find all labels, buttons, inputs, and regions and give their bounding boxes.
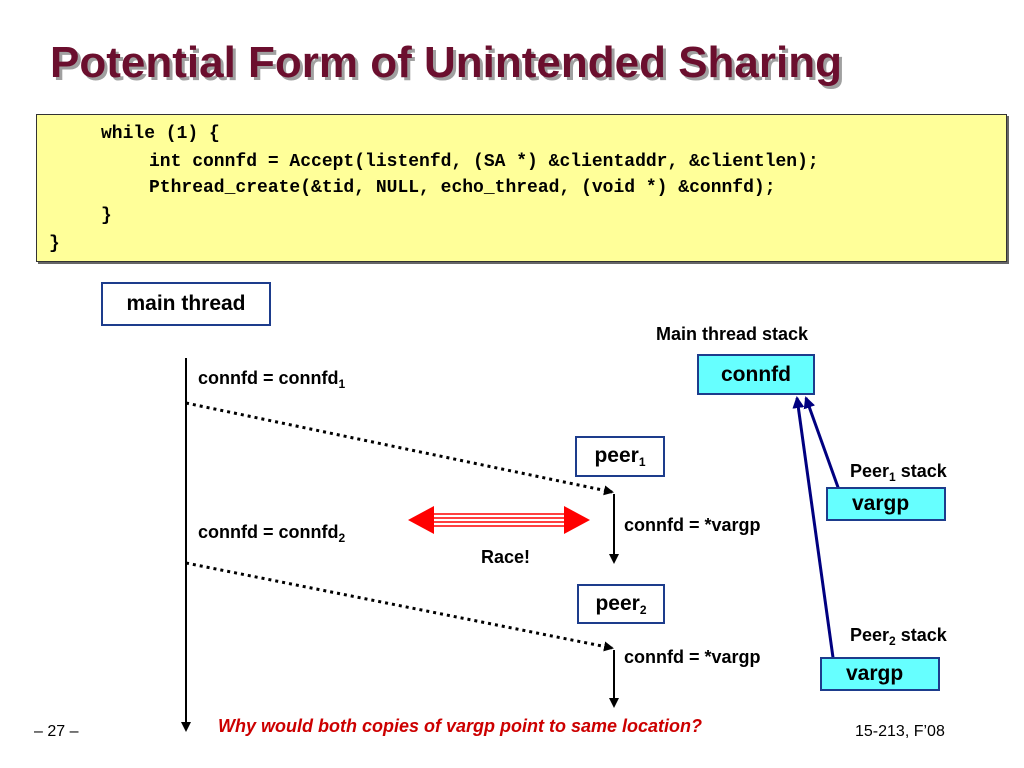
- main-thread-box: main thread: [101, 282, 271, 326]
- peer1-label: peer1: [594, 444, 646, 469]
- vargp1-label: vargp: [852, 492, 910, 515]
- peer2-deref: connfd = *vargp: [624, 647, 761, 667]
- connfd-label: connfd: [721, 362, 791, 386]
- vargp1-pointer: [803, 396, 846, 505]
- assign-connfd1: connfd = connfd1: [198, 368, 346, 391]
- main-stack-label: Main thread stack: [656, 324, 809, 344]
- code-line: int connfd = Accept(listenfd, (SA *) &cl…: [149, 152, 819, 172]
- vargp1-box: vargp: [826, 487, 946, 521]
- vargp2-label: vargp: [846, 662, 904, 685]
- vargp2-pointer: [792, 396, 837, 673]
- code-line: }: [101, 206, 112, 226]
- main-thread-label: main thread: [126, 292, 246, 315]
- assign-connfd2: connfd = connfd2: [198, 522, 346, 545]
- race-arrow: [408, 506, 590, 534]
- peer1-box: peer1: [575, 436, 665, 477]
- page-number: – 27 –: [34, 723, 79, 740]
- code-block: while (1) { int connfd = Accept(listenfd…: [36, 114, 1007, 262]
- race-label: Race!: [481, 547, 531, 567]
- code-line: Pthread_create(&tid, NULL, echo_thread, …: [149, 178, 776, 198]
- vargp2-box: vargp: [820, 657, 940, 691]
- spawn-line-1: [185, 401, 614, 496]
- slide-title: Potential Form of Unintended Sharing: [50, 38, 842, 87]
- peer2-label: peer2: [595, 591, 647, 617]
- connfd-box: connfd: [697, 354, 815, 395]
- code-line: while (1) {: [101, 124, 220, 144]
- peer2-stack-label: Peer2 stack: [850, 625, 947, 648]
- peer1-deref: connfd = *vargp: [624, 515, 761, 535]
- course-label: 15-213, F’08: [855, 723, 945, 740]
- peer2-box: peer2: [577, 584, 665, 624]
- peer1-stack-label: Peer1 stack: [850, 461, 947, 484]
- spawn-line-2: [185, 561, 614, 652]
- question-text: Why would both copies of vargp point to …: [218, 716, 703, 736]
- code-line: }: [49, 234, 60, 254]
